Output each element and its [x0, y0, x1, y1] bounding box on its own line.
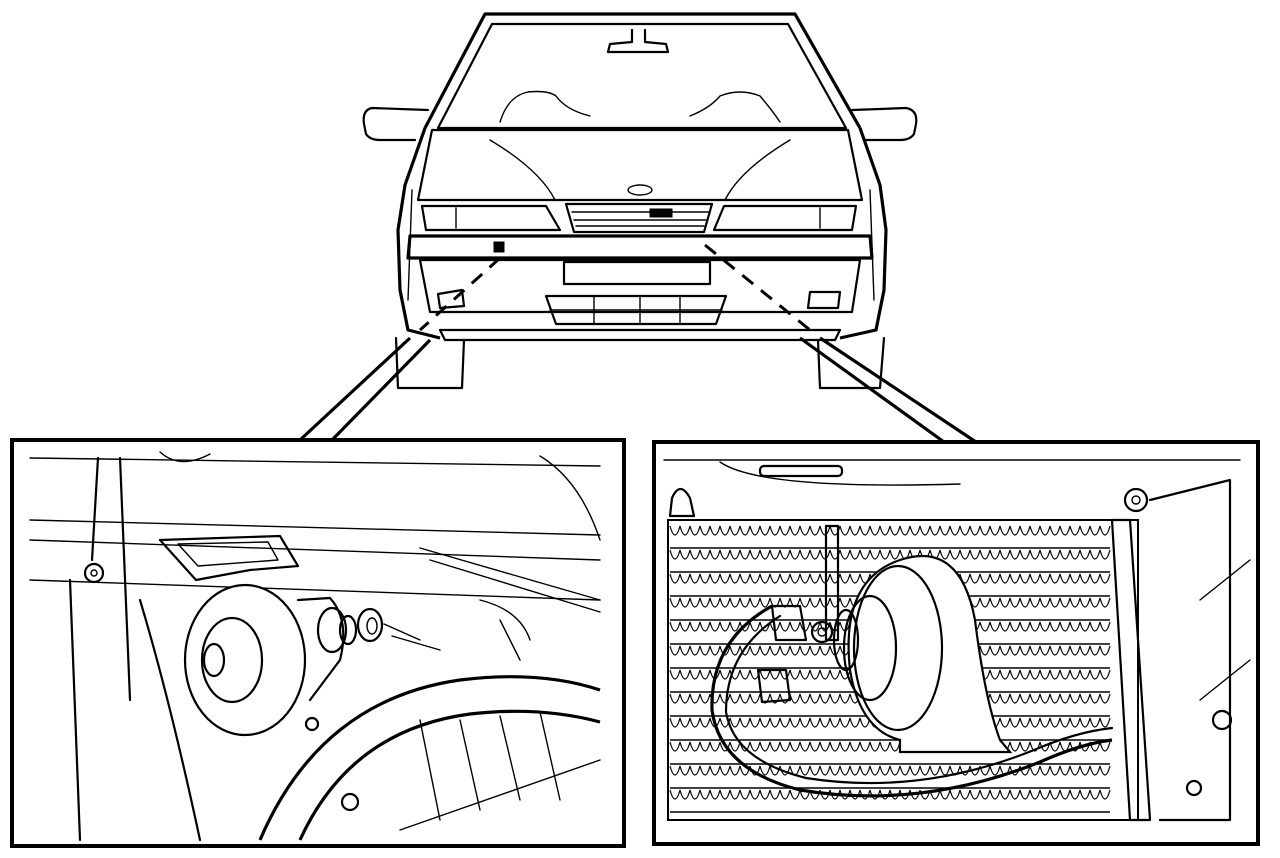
radiator-bolt-top — [1123, 487, 1149, 513]
horn-centre-right — [832, 608, 860, 672]
car-roof-outline — [423, 12, 862, 129]
horn-position-marker — [493, 241, 505, 253]
windscreen — [436, 22, 848, 130]
callout-leader-right — [799, 336, 977, 444]
detail-right-horn — [652, 440, 1260, 846]
detail-left-horn — [10, 438, 626, 848]
radiator-fin-row — [669, 789, 1111, 800]
radiator-fin-row — [669, 765, 1111, 776]
wiring-harness-right — [710, 604, 1113, 798]
bonnet-badge — [627, 184, 653, 196]
horn-body-left — [183, 583, 307, 737]
front-tyre-left — [394, 336, 466, 390]
radiator-core — [667, 519, 1139, 821]
coolant-hose-left — [258, 675, 601, 841]
horn-connector-left — [356, 607, 384, 643]
mounting-bolt-left — [83, 562, 105, 584]
seat-right — [689, 91, 781, 123]
horn-connector-right — [810, 620, 834, 644]
front-bumper — [406, 234, 874, 260]
fog-lamp-right — [806, 290, 842, 310]
connector-plug-right — [756, 668, 792, 704]
grille-emblem — [649, 208, 673, 218]
number-plate — [562, 260, 712, 286]
car-body-left — [396, 127, 441, 340]
horn-centre-left — [202, 642, 226, 678]
callout-leader-left — [298, 336, 432, 442]
seat-left — [499, 90, 591, 123]
lower-air-intake — [544, 294, 728, 326]
rear-view-mirror — [606, 28, 670, 54]
callout-leaders — [298, 336, 977, 444]
side-mirror-left — [362, 106, 430, 142]
car-body-right — [839, 127, 888, 340]
headlamp-left — [420, 204, 562, 232]
detail-left-frame — [10, 438, 626, 848]
side-mirror-right — [850, 106, 918, 142]
bonnet — [416, 128, 864, 202]
fog-lamp-left — [436, 288, 466, 310]
radiator-fin-row — [669, 525, 1111, 536]
radiator-support — [1110, 518, 1152, 822]
horn-body-right — [847, 555, 1013, 754]
car-front-view — [362, 12, 918, 390]
horn-bracket-left — [158, 534, 300, 582]
front-tyre-right — [816, 336, 886, 390]
headlamp-right — [712, 204, 858, 232]
front-grille — [564, 202, 714, 234]
indicator-line-left — [418, 256, 502, 332]
